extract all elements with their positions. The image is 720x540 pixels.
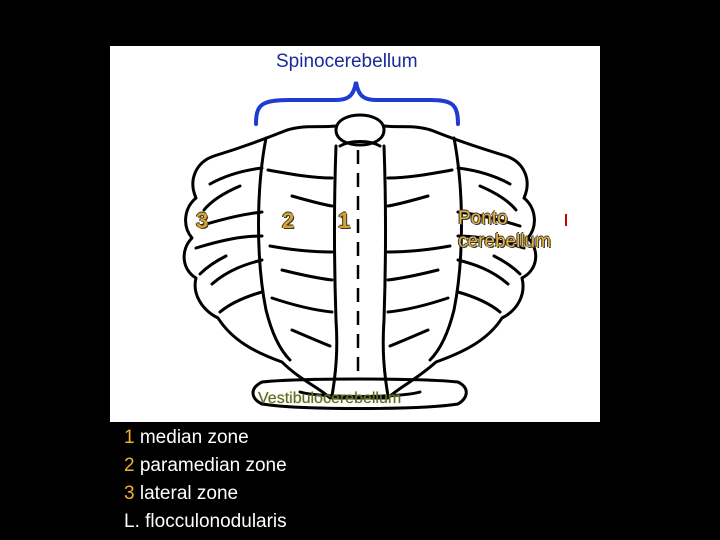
legend-item-number: 1 [124, 427, 135, 448]
legend-item-text: median zone [134, 427, 249, 448]
legend-item: L. flocculonodularis [124, 508, 287, 536]
zone-3-label: 3 [196, 208, 209, 233]
legend-item: 1 median zone [124, 424, 287, 452]
legend-item: 2 paramedian zone [124, 452, 287, 480]
legend-item-text: lateral zone [134, 483, 239, 504]
legend-item-number: 2 [124, 455, 135, 476]
ponto-line-1: Ponto [458, 208, 508, 229]
legend: 1 median zone 2 paramedian zone 3 latera… [124, 424, 287, 536]
spinocerebellum-title: Spinocerebellum [276, 51, 418, 72]
cerebellum-outline [182, 113, 538, 410]
legend-item-number: 3 [124, 483, 135, 504]
ponto-line-2: cerebellum [458, 231, 551, 252]
vestibulocerebellum-label: Vestibulocerebellum [258, 390, 402, 407]
legend-item: 3 lateral zone [124, 480, 287, 508]
zone-1-label: 1 [338, 208, 351, 233]
legend-item-text: L. flocculonodularis [124, 511, 287, 532]
pontocerebellum-label: Ponto cerebellum [458, 207, 551, 253]
legend-item-text: paramedian zone [134, 455, 287, 476]
diagram-panel [110, 46, 600, 422]
zone-2-label: 2 [282, 208, 295, 233]
spinocerebellum-brace [254, 81, 460, 126]
